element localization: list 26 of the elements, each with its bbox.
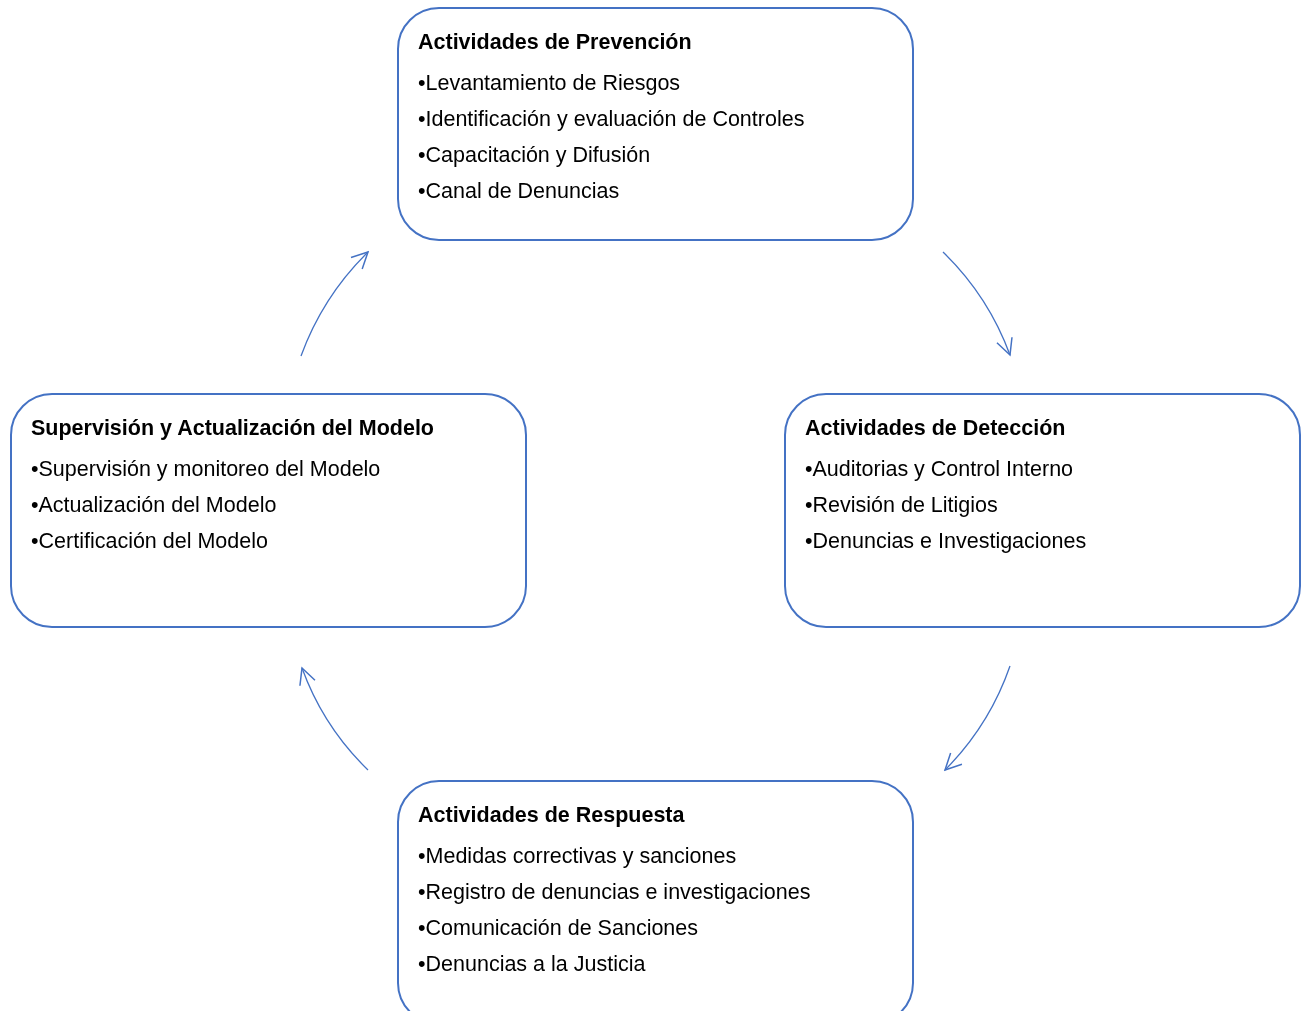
bullet-item: •Supervisión y monitoreo del Modelo	[31, 456, 382, 483]
bullet-item: •Identificación y evaluación de Controles	[418, 106, 806, 133]
bullet-item: •Denuncias e Investigaciones	[805, 528, 1088, 555]
bullet-item: •Levantamiento de Riesgos	[418, 70, 682, 97]
bullet-item: •Capacitación y Difusión	[418, 142, 652, 169]
rounded-box	[784, 393, 1301, 628]
bullet-item: •Auditorias y Control Interno	[805, 456, 1075, 483]
curved-arrow	[944, 665, 1011, 771]
box-heading: Actividades de Detección	[805, 415, 1067, 442]
bullet-item: •Denuncias a la Justicia	[418, 951, 647, 978]
bullet-item: •Actualización del Modelo	[31, 492, 278, 519]
box-heading: Supervisión y Actualización del Modelo	[31, 415, 435, 442]
curved-arrow	[300, 251, 369, 357]
rounded-box	[10, 393, 527, 628]
bullet-item: •Comunicación de Sanciones	[418, 915, 700, 942]
rounded-box	[397, 7, 914, 241]
box-heading: Actividades de Respuesta	[418, 802, 686, 829]
bullet-item: •Certificación del Modelo	[31, 528, 269, 555]
box-heading: Actividades de Prevención	[418, 29, 693, 56]
curved-arrow	[299, 667, 369, 771]
bullet-item: •Canal de Denuncias	[418, 178, 621, 205]
rounded-box	[397, 780, 914, 1011]
bullet-item: •Medidas correctivas y sanciones	[418, 843, 738, 870]
curved-arrow	[942, 251, 1013, 356]
bullet-item: •Revisión de Litigios	[805, 492, 999, 519]
bullet-item: •Registro de denuncias e investigaciones	[418, 879, 812, 906]
